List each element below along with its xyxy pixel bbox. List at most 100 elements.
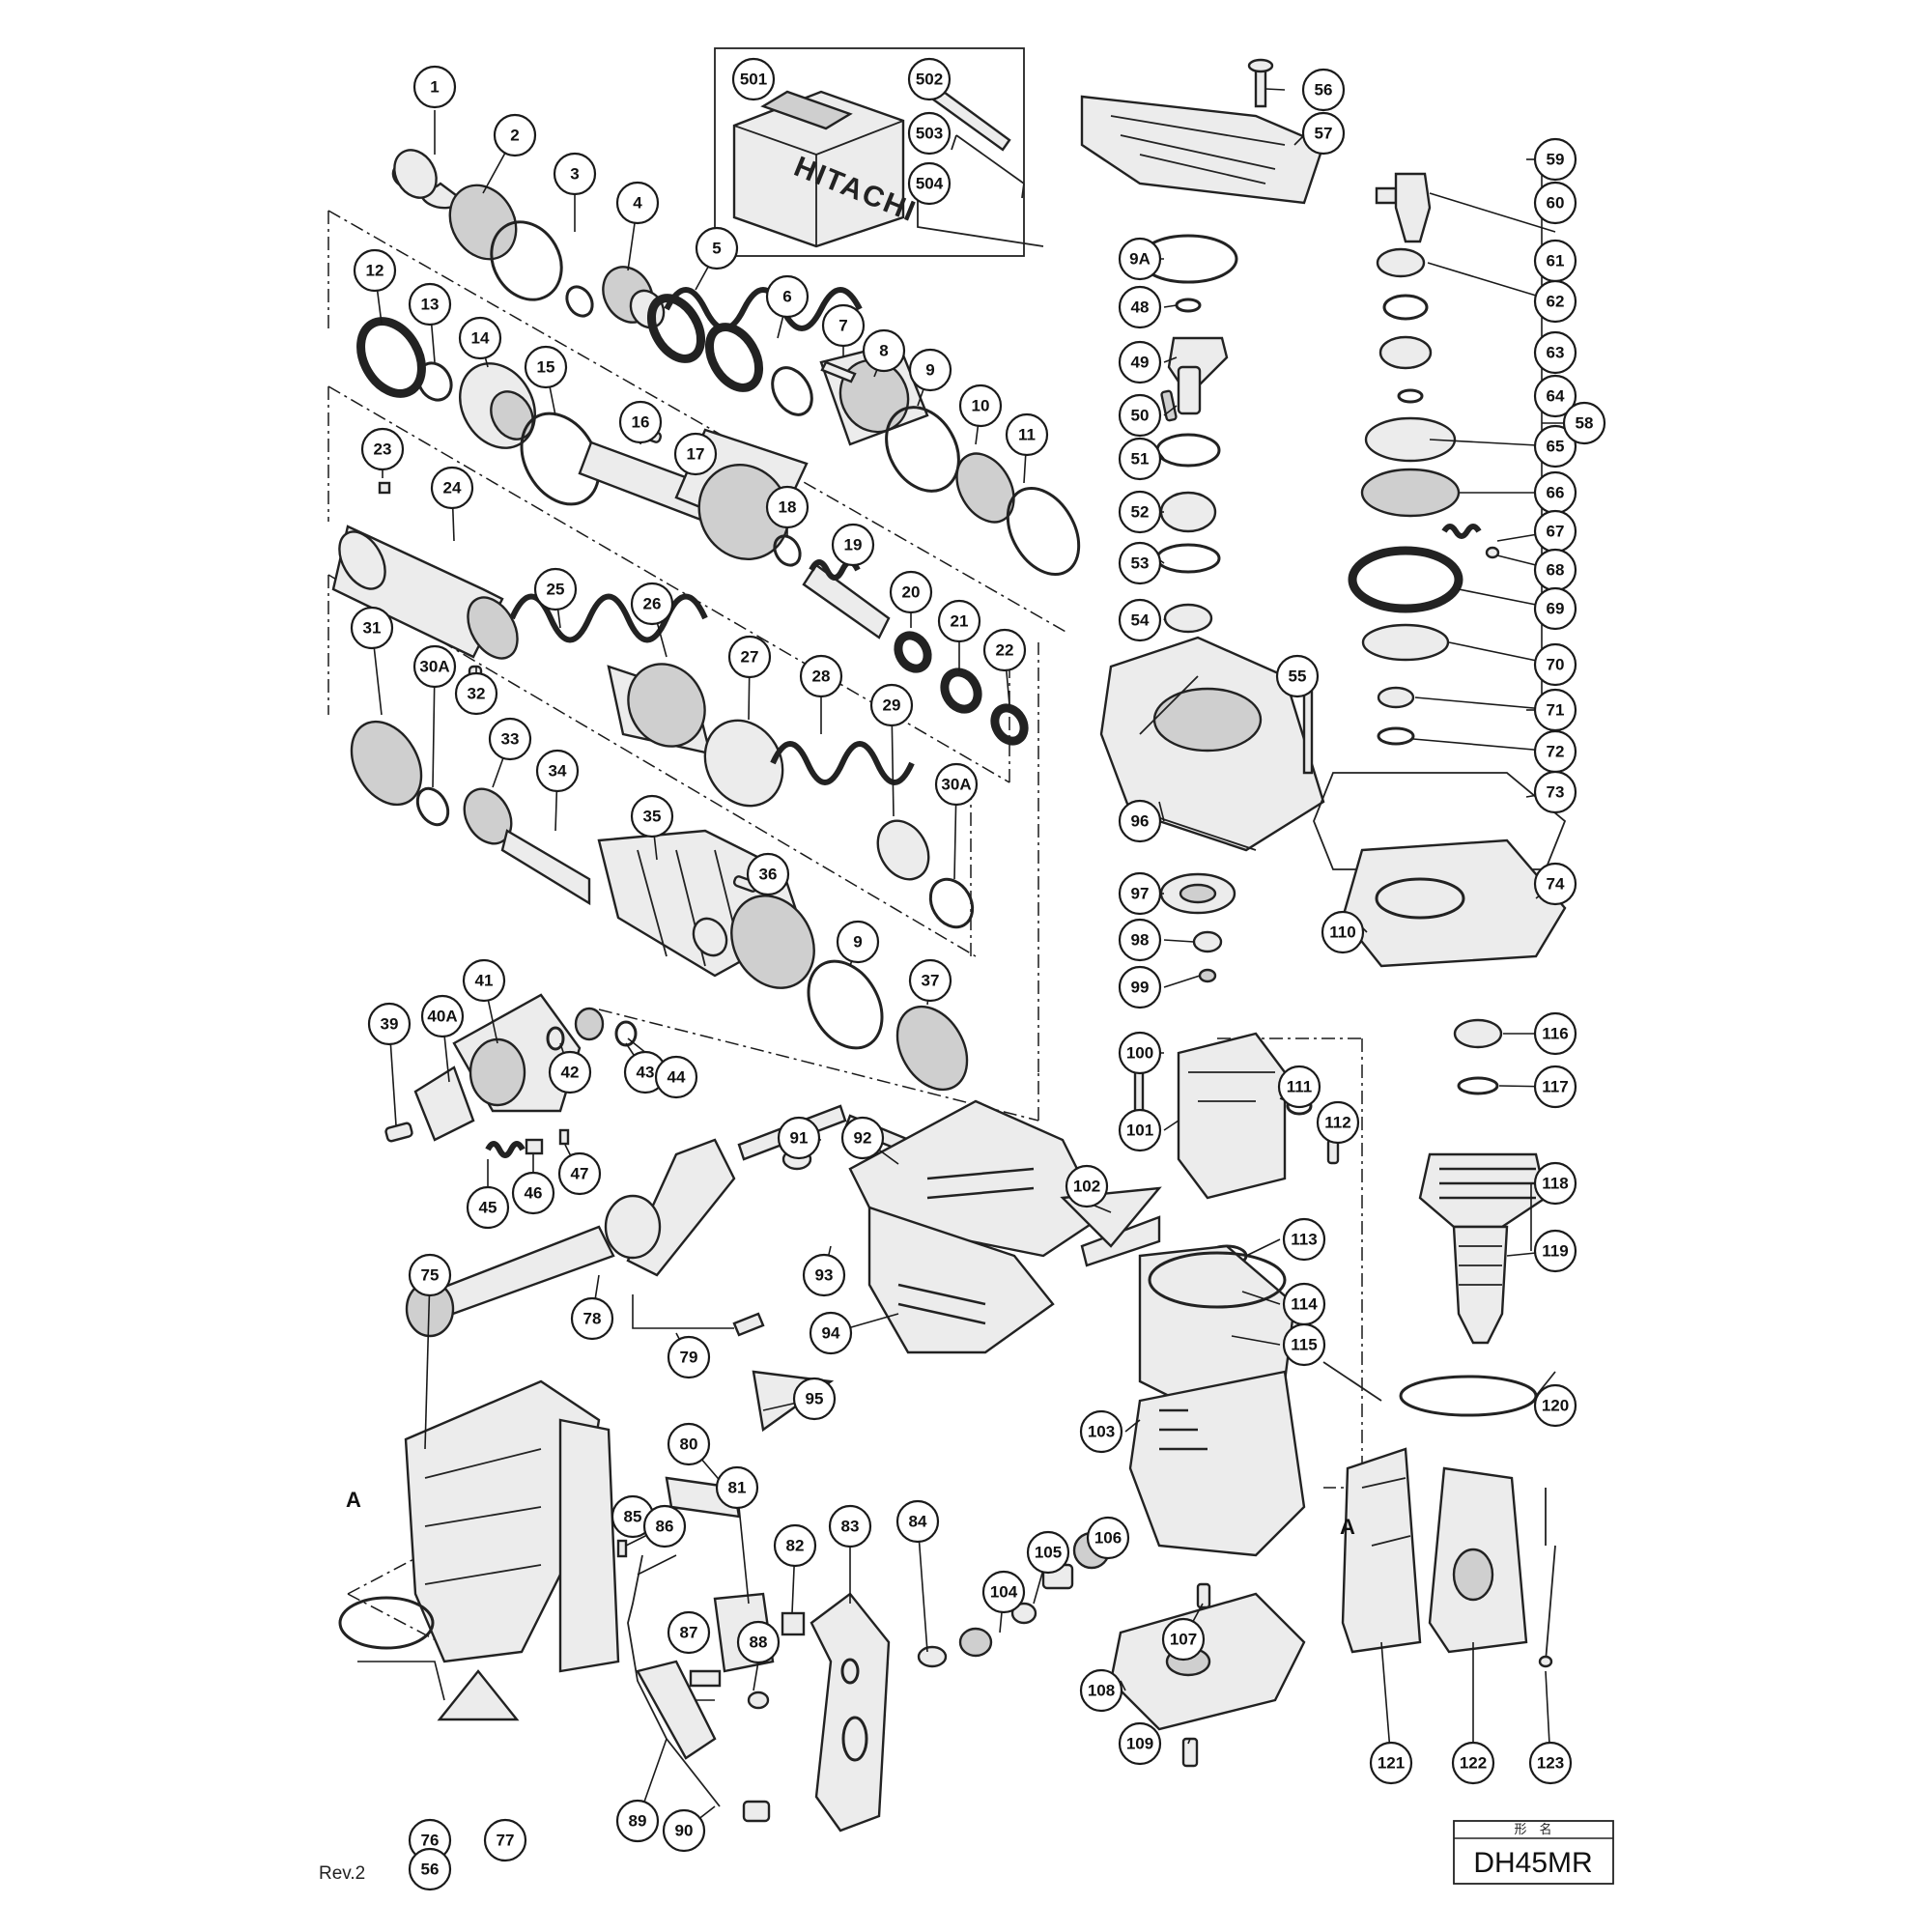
callout-label: 79: [680, 1349, 698, 1367]
callout-circle: [831, 523, 875, 567]
callout-104: 104: [981, 1570, 1026, 1614]
callout-label: 86: [656, 1518, 674, 1536]
callout-22: 22: [982, 628, 1027, 672]
callout-circle: [654, 1055, 698, 1099]
callout-label: 4: [633, 194, 642, 213]
tool-holder-parts: [331, 481, 975, 929]
callout-21: 21: [937, 599, 981, 643]
callout-111: 111: [1277, 1065, 1321, 1109]
callout-label: 39: [381, 1015, 399, 1034]
callout-9: 9: [836, 920, 880, 964]
callout-circle: [408, 282, 452, 327]
callout-label: 10: [972, 397, 990, 415]
callout-44: 44: [654, 1055, 698, 1099]
callout-46: 46: [511, 1171, 555, 1215]
callout-label: 41: [475, 972, 494, 990]
callout-label: 15: [537, 358, 555, 377]
callout-circle: [1533, 137, 1577, 182]
callout-circle: [1005, 412, 1049, 457]
callout-96: 96: [1118, 799, 1162, 843]
section-marker-right: A: [1340, 1515, 1355, 1539]
callout-label: 120: [1542, 1397, 1569, 1415]
callout-label: 112: [1324, 1114, 1350, 1132]
callout-label: 12: [366, 262, 384, 280]
callout-circle: [1026, 1530, 1070, 1575]
callout-circle: [533, 567, 578, 611]
callout-503: 503: [907, 111, 952, 156]
callout-label: 75: [421, 1266, 440, 1285]
callout-circle: [836, 920, 880, 964]
callout-circle: [869, 683, 914, 727]
callout-circle: [777, 1116, 821, 1160]
callout-circle: [1118, 490, 1162, 534]
callout-81: 81: [715, 1465, 759, 1510]
callout-circle: [488, 717, 532, 761]
callout-115: 115: [1282, 1322, 1326, 1367]
callout-circle: [1321, 910, 1365, 954]
callout-circle: [1282, 1322, 1326, 1367]
callout-64: 64: [1533, 374, 1577, 418]
callout-88: 88: [736, 1620, 781, 1664]
callout-label: 87: [680, 1624, 698, 1642]
callout-label: 9: [925, 361, 934, 380]
callout-33: 33: [488, 717, 532, 761]
callout-label: 94: [822, 1324, 840, 1343]
callout-circle: [1533, 330, 1577, 375]
callout-label: 5: [712, 240, 721, 258]
callout-102: 102: [1065, 1164, 1109, 1208]
callout-label: 117: [1542, 1078, 1568, 1096]
callout-label: 88: [750, 1634, 768, 1652]
callout-circle: [1079, 1409, 1123, 1454]
callout-circle: [773, 1523, 817, 1568]
callout-circle: [889, 570, 933, 614]
callout-label: 69: [1547, 600, 1565, 618]
callout-label: 121: [1378, 1754, 1405, 1773]
callout-123: 123: [1528, 1741, 1573, 1785]
callout-label: 114: [1291, 1295, 1318, 1314]
callout-circle: [821, 303, 866, 348]
callout-layer: 1234567891011121314151617181920212223242…: [350, 57, 1606, 1891]
model-box: 形 名 DH45MR: [1453, 1820, 1614, 1885]
callout-circle: [727, 635, 772, 679]
callout-7: 7: [821, 303, 866, 348]
callout-label: 122: [1460, 1754, 1487, 1773]
callout-circle: [1282, 1217, 1326, 1262]
callout-108: 108: [1079, 1668, 1123, 1713]
callout-circle: [1118, 1108, 1162, 1152]
callout-label: 77: [497, 1832, 515, 1850]
callout-label: 91: [790, 1129, 809, 1148]
callout-label: 56: [421, 1861, 440, 1879]
callout-59: 59: [1533, 137, 1577, 182]
callout-label: 502: [916, 71, 943, 89]
callout-circle: [1533, 1161, 1577, 1206]
callout-label: 56: [1315, 81, 1333, 99]
callout-circle: [1118, 1031, 1162, 1075]
callout-label: 113: [1291, 1231, 1317, 1249]
callout-label: 66: [1547, 484, 1565, 502]
callout-circle: [1533, 1229, 1577, 1273]
callout-label: 83: [841, 1518, 860, 1536]
callout-label: 104: [990, 1583, 1018, 1602]
callout-circle: [792, 1377, 837, 1421]
callout-label: 32: [468, 685, 486, 703]
callout-circle: [907, 57, 952, 101]
callout-label: 17: [687, 445, 705, 464]
callout-67: 67: [1533, 509, 1577, 554]
callout-501: 501: [731, 57, 776, 101]
callout-16: 16: [618, 400, 663, 444]
callout-95: 95: [792, 1377, 837, 1421]
callout-17: 17: [673, 432, 718, 476]
callout-label: 107: [1170, 1631, 1197, 1649]
callout-circle: [907, 161, 952, 206]
callout-11: 11: [1005, 412, 1049, 457]
callout-label: 82: [786, 1537, 805, 1555]
gear-cover-column: [1080, 58, 1325, 852]
callout-label: 50: [1131, 407, 1150, 425]
callout-13: 13: [408, 282, 452, 327]
callout-circle: [1533, 586, 1577, 631]
callout-circle: [420, 994, 465, 1038]
callout-circle: [535, 749, 580, 793]
callout-label: 70: [1547, 656, 1565, 674]
callout-61: 61: [1533, 239, 1577, 283]
callout-label: 30A: [419, 658, 449, 676]
